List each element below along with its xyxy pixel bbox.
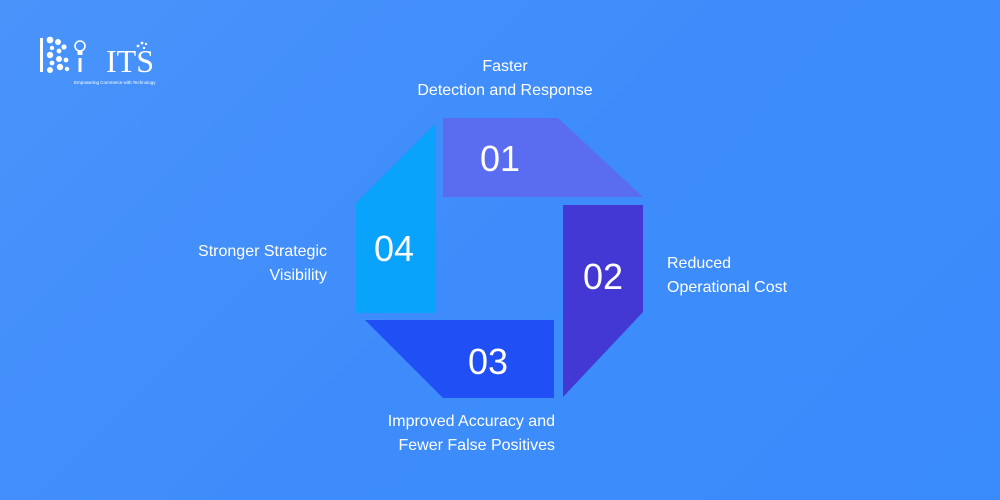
step-label-04-line2: Visibility bbox=[269, 267, 328, 284]
step-label-01: Faster Detection and Response bbox=[380, 55, 630, 103]
segment-02 bbox=[563, 205, 643, 397]
step-label-03-line1: Improved Accuracy and bbox=[387, 413, 555, 430]
step-label-04-line1: Stronger Strategic bbox=[198, 243, 327, 260]
segment-01 bbox=[443, 118, 643, 197]
bits-logo: Empowering Commerce with Technology ITS bbox=[38, 32, 158, 92]
segment-03 bbox=[365, 320, 554, 398]
step-label-01-line2: Detection and Response bbox=[417, 82, 593, 99]
step-label-02: Reduced Operational Cost bbox=[667, 252, 867, 300]
step-number-01: 01 bbox=[480, 138, 520, 179]
segment-04 bbox=[356, 123, 436, 313]
step-label-03: Improved Accuracy and Fewer False Positi… bbox=[300, 410, 555, 458]
step-label-03-line2: Fewer False Positives bbox=[398, 437, 556, 454]
logo-text: ITS bbox=[106, 43, 154, 79]
logo-dots-icon: Empowering Commerce with Technology bbox=[40, 36, 156, 85]
step-number-03: 03 bbox=[468, 341, 508, 382]
step-label-01-line1: Faster bbox=[482, 58, 528, 75]
step-label-04: Stronger Strategic Visibility bbox=[130, 240, 327, 288]
step-number-04: 04 bbox=[374, 228, 414, 269]
step-label-02-line2: Operational Cost bbox=[667, 279, 788, 296]
logo-tagline: Empowering Commerce with Technology bbox=[74, 80, 156, 85]
step-label-02-line1: Reduced bbox=[667, 255, 732, 272]
step-number-02: 02 bbox=[583, 256, 623, 297]
